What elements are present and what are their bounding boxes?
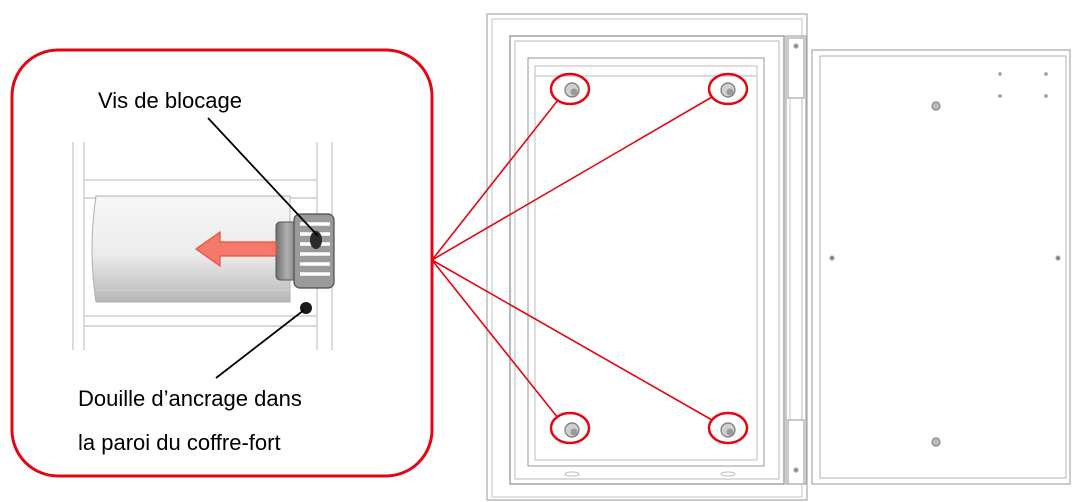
arrow-left-icon <box>194 230 277 268</box>
leader-line-top-left <box>431 99 559 261</box>
safe-door <box>811 49 1071 485</box>
anchor-sleeve <box>91 195 291 303</box>
safe-body <box>486 13 808 501</box>
bolt-highlight-top-left <box>549 72 591 106</box>
pointer-line-anchor <box>215 309 305 379</box>
leader-line-top-right <box>431 96 713 261</box>
anchor-bolt-bottom-right <box>720 422 736 438</box>
locking-nut <box>275 213 335 289</box>
anchor-label-line-1: Douille d’ancrage dans <box>78 386 302 411</box>
bolt-highlight-top-right <box>707 72 749 106</box>
anchor-label-line-2: la paroi du coffre-fort <box>78 430 281 455</box>
anchor-bolt-bottom-left <box>564 422 580 438</box>
pointer-line-screw <box>207 117 319 237</box>
hinge <box>785 35 807 485</box>
bolt-highlight-bottom-left <box>549 411 591 445</box>
leader-line-bottom-left <box>431 259 559 419</box>
screw-label: Vis de blocage <box>98 88 242 113</box>
anchor-bolt-top-left <box>564 82 580 98</box>
bolt-highlight-bottom-right <box>707 411 749 445</box>
leader-line-bottom-right <box>431 259 713 421</box>
anchor-bolt-top-right <box>720 82 736 98</box>
